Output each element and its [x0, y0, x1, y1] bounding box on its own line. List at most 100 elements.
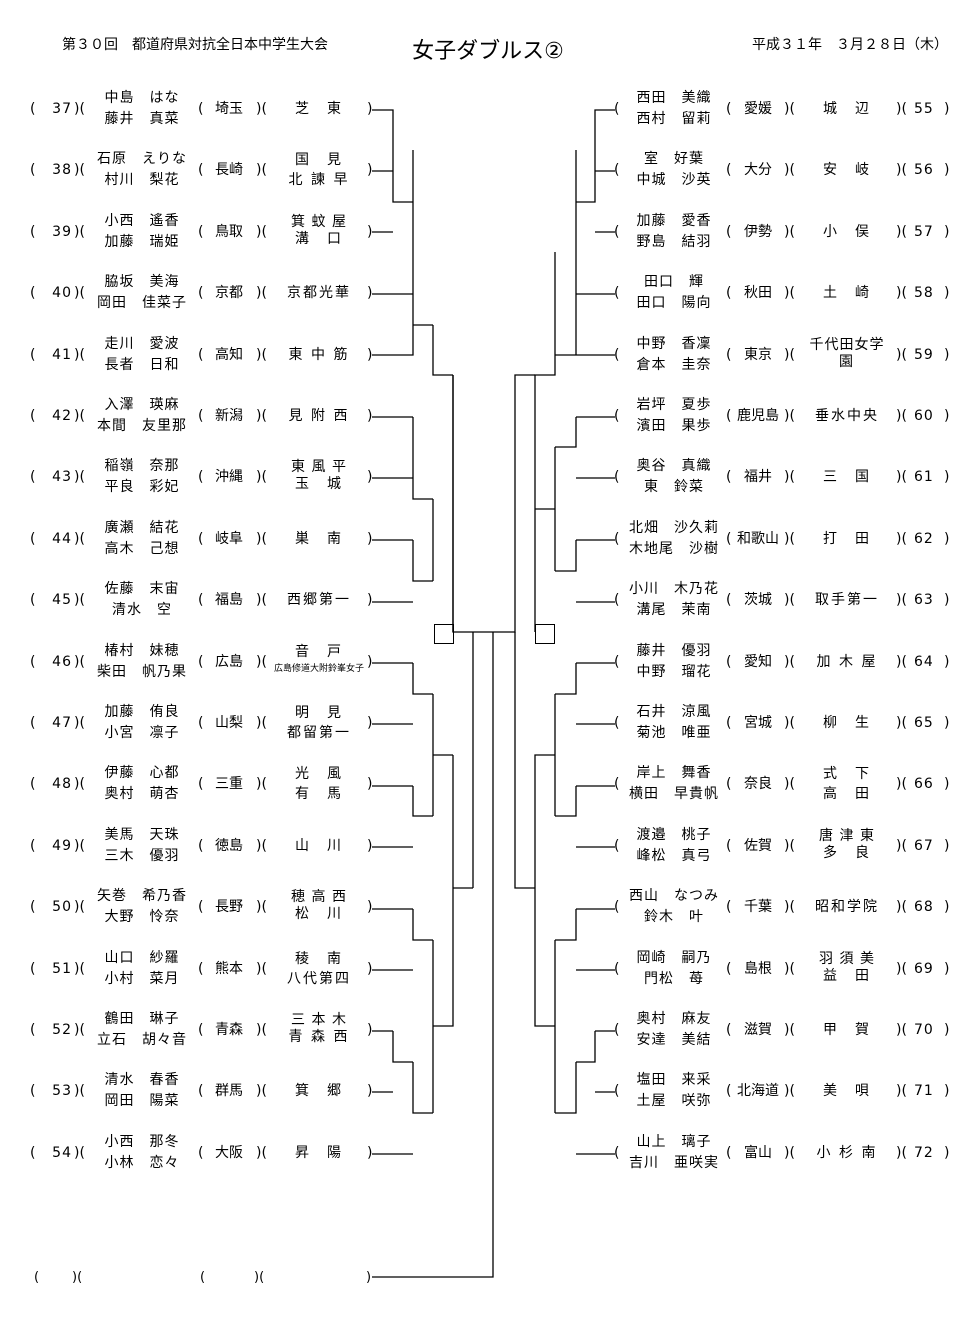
paren-open: (	[726, 346, 732, 363]
player-2: 東 鈴菜	[644, 479, 704, 496]
entry-row: (渡邉 桃子峰松 真弓(佐賀)(唐 津 東多 良)(67)	[614, 825, 960, 869]
paren-close: )	[944, 530, 950, 547]
prefecture: 長野	[215, 899, 243, 916]
player-2: 溝尾 茉南	[636, 602, 712, 619]
prefecture: 福井	[744, 469, 772, 486]
paren-close: )	[367, 101, 373, 117]
paren-close: )	[944, 408, 950, 424]
player-1: 岸上 舞香	[636, 765, 712, 782]
seed-number: 38	[52, 162, 72, 179]
paren-close: )	[366, 1270, 372, 1285]
school-name-1: 国 見	[295, 152, 343, 169]
seed-number: 49	[52, 837, 72, 854]
entry-row: (北畑 沙久莉木地尾 沙樹(和歌山)(打 田)(62)	[614, 518, 960, 562]
entry-row: (38)(石原 えりな村川 梨花(長崎)(国 見北 諫 早)	[30, 149, 375, 193]
paren-close-open: )(	[74, 653, 85, 670]
entry-row: (42)(入澤 瑛麻本間 友里那(新潟)(見 附 西)	[30, 395, 375, 439]
entry-row: (54)(小西 那冬小林 恋々(大阪)(昇 陽)	[30, 1132, 375, 1176]
prefecture: 秋田	[744, 285, 772, 302]
prefecture: 福島	[215, 592, 243, 609]
player-1: 佐藤 末宙	[104, 581, 180, 598]
paren-close: )	[944, 899, 950, 916]
prefecture: 千葉	[744, 899, 772, 916]
school-name-2: 松 川	[295, 906, 343, 923]
paren-open: (	[30, 592, 36, 609]
paren-open: (	[30, 1144, 36, 1161]
paren-open: (	[198, 1144, 204, 1161]
paren-close-open: )(	[74, 346, 85, 363]
paren-close-open: )(	[896, 837, 907, 854]
paren-close: )	[367, 837, 373, 854]
player-2: 本間 友里那	[97, 418, 187, 434]
entry-row: (奥村 麻友安達 美結(滋賀)(甲 賀)(70)	[614, 1009, 960, 1053]
school-name: 取手第一	[815, 592, 879, 609]
school-name-1: 千代田女学	[809, 336, 885, 353]
paren-close-open: )(	[896, 715, 907, 731]
player-1: 田口 輝	[644, 274, 704, 291]
school-name: 巣 南	[295, 530, 343, 547]
paren-close-open: )(	[784, 1022, 795, 1038]
bracket-line	[372, 416, 434, 603]
paren-open: (	[614, 1083, 620, 1100]
paren-open: (	[30, 899, 36, 916]
paren-open: (	[726, 469, 732, 486]
entry-row: (西田 美織西村 留莉(愛媛)(城 辺)(55)	[614, 88, 960, 132]
seed-number: 45	[52, 592, 72, 609]
paren-close-open: )(	[256, 776, 267, 793]
school-name: 昭和学院	[815, 899, 879, 916]
seed-number: 61	[914, 469, 934, 486]
prefecture: 島根	[744, 960, 772, 977]
paren-close-open: )(	[896, 960, 907, 977]
school-name: 城 辺	[823, 101, 871, 117]
player-1: 山口 紗羅	[104, 949, 180, 966]
prefecture: 群馬	[215, 1083, 243, 1100]
paren-close-open: )(	[256, 715, 267, 731]
seed-number: 66	[914, 776, 934, 793]
seed-number: 53	[52, 1083, 72, 1100]
entry-row: (40)(脇坂 美海岡田 佳菜子(京都)(京都光華)	[30, 272, 375, 316]
paren-close-open: )(	[256, 346, 267, 363]
paren-close-open: )(	[256, 162, 267, 179]
school-name-2: 溝 口	[295, 230, 343, 247]
paren-open: (	[198, 346, 204, 363]
prefecture: 徳島	[215, 837, 243, 854]
paren-close-open: )(	[896, 592, 907, 609]
player-2: 高木 己想	[104, 540, 180, 557]
entry-row: (山上 璃子吉川 亜咲実(富山)(小 杉 南)(72)	[614, 1132, 960, 1176]
paren-close-open: )(	[896, 530, 907, 547]
entry-row: (室 好葉中城 沙英(大分)(安 岐)(56)	[614, 149, 960, 193]
paren-open: (	[726, 408, 732, 424]
paren-open: (	[726, 776, 732, 793]
paren-close-open: )(	[256, 653, 267, 670]
seed-number: 47	[52, 715, 72, 731]
paren-close-open: )(	[784, 285, 795, 302]
paren-open: (	[614, 530, 620, 547]
entry-row: (奥谷 真織東 鈴菜(福井)(三 国)(61)	[614, 456, 960, 500]
score-box-right[interactable]	[535, 624, 555, 644]
bracket-line	[372, 908, 434, 1155]
seed-number: 64	[914, 653, 934, 670]
paren-open: (	[726, 101, 732, 117]
school-name-1: 羽 須 美	[819, 950, 875, 967]
school-name-2: 多 良	[823, 844, 871, 861]
paren-close-open: )(	[784, 715, 795, 731]
score-box-left[interactable]	[434, 624, 454, 644]
prefecture: 京都	[215, 285, 243, 302]
school-name-2: 益 田	[823, 967, 871, 984]
seed-number: 55	[914, 101, 934, 117]
player-2: 小林 恋々	[104, 1154, 180, 1171]
paren-close-open: )(	[256, 899, 267, 916]
prefecture: 鹿児島	[737, 408, 779, 424]
player-1: 入澤 瑛麻	[104, 397, 180, 413]
player-2: 三木 優羽	[104, 847, 180, 864]
paren-close: )	[367, 1144, 373, 1161]
player-2: 小村 菜月	[104, 970, 180, 987]
paren-close-open: )(	[784, 162, 795, 179]
paren-open: (	[30, 162, 36, 179]
entry-row: (52)(鶴田 琳子立石 胡々音(青森)(三 本 木青 森 西)	[30, 1009, 375, 1053]
school-name: 小 杉 南	[816, 1144, 878, 1161]
entry-row: (45)(佐藤 末宙清水 空(福島)(西郷第一)	[30, 579, 375, 623]
player-1: 加藤 愛香	[636, 212, 712, 229]
paren-open: (	[34, 1270, 40, 1285]
bracket-line	[514, 632, 555, 1027]
